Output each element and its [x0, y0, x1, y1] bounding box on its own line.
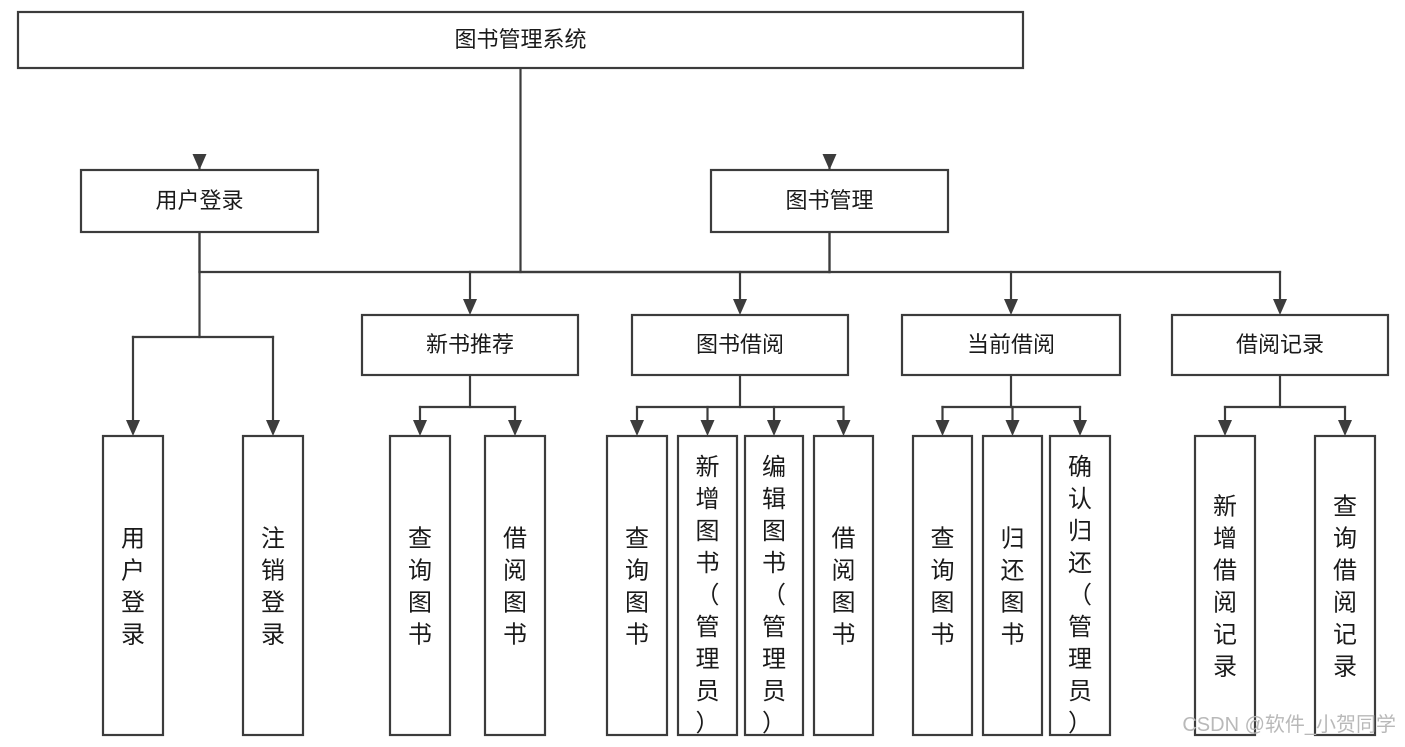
node-label-leaf-user-login: 用户登录 [121, 525, 145, 648]
current-borrow-to-leaf-confirm-return-arrowhead [1073, 420, 1087, 436]
node-label-root: 图书管理系统 [454, 27, 586, 52]
connectors-layer [126, 66, 1352, 436]
borrow-record-to-leaf-query-record-arrowhead [1338, 420, 1352, 436]
node-label-user-login: 用户登录 [155, 188, 243, 213]
node-label-leaf-add-record: 新增借阅记录 [1213, 493, 1237, 680]
node-box-leaf-edit-book[interactable] [743, 434, 805, 737]
node-root[interactable]: 图书管理系统 [16, 10, 1025, 70]
node-new-book-recommend[interactable]: 新书推荐 [360, 313, 580, 377]
node-current-borrow[interactable]: 当前借阅 [900, 313, 1122, 377]
root-to-user-login-arrowhead [192, 154, 207, 170]
node-box-leaf-query-book-1[interactable] [388, 434, 452, 737]
bookmanage-to-borrow-record-arrowhead [1273, 299, 1287, 315]
nodes-layer: 图书管理系统用户登录图书管理新书推荐图书借阅当前借阅借阅记录用户登录注销登录查询… [16, 10, 1390, 737]
book-borrow-to-leaf-query-book-2-arrowhead [630, 420, 644, 436]
current-borrow-to-leaf-return-book-arrowhead [1005, 420, 1020, 436]
node-label-leaf-query-book-2: 查询图书 [625, 525, 649, 648]
node-leaf-query-book-2[interactable]: 查询图书 [605, 434, 669, 737]
node-label-leaf-query-book-1: 查询图书 [408, 525, 432, 648]
node-box-leaf-logout[interactable] [241, 434, 305, 737]
new-book-recommend-to-leaf-query-book-1-arrowhead [413, 420, 427, 436]
node-box-leaf-add-record[interactable] [1193, 434, 1257, 737]
borrow-record-to-leaf-add-record-arrowhead [1218, 420, 1232, 436]
current-borrow-to-leaf-query-book-3-arrowhead [935, 420, 950, 436]
node-box-leaf-add-book[interactable] [676, 434, 739, 737]
node-box-leaf-borrow-book-1[interactable] [483, 434, 547, 737]
bookmanage-to-book-borrow-arrowhead [733, 299, 747, 315]
node-leaf-return-book[interactable]: 归还图书 [981, 434, 1044, 737]
node-book-borrow[interactable]: 图书借阅 [630, 313, 850, 377]
bookmanage-to-new-book-recommend-arrowhead [463, 299, 477, 315]
node-leaf-confirm-return[interactable]: 确认归还（管理员） [1048, 434, 1112, 737]
node-box-user-login[interactable] [79, 168, 320, 234]
node-box-leaf-return-book[interactable] [981, 434, 1044, 737]
node-label-book-manage: 图书管理 [785, 188, 873, 213]
node-box-book-manage[interactable] [709, 168, 950, 234]
root-to-book-manage-arrowhead [822, 154, 837, 170]
node-label-leaf-query-record: 查询借阅记录 [1333, 493, 1357, 680]
node-box-leaf-borrow-book-2[interactable] [812, 434, 875, 737]
node-book-manage[interactable]: 图书管理 [709, 168, 950, 234]
node-label-book-borrow: 图书借阅 [696, 332, 784, 357]
bookmanage-to-current-borrow-arrowhead [1004, 299, 1018, 315]
node-label-leaf-query-book-3: 查询图书 [931, 525, 955, 648]
node-user-login[interactable]: 用户登录 [79, 168, 320, 234]
node-leaf-add-record[interactable]: 新增借阅记录 [1193, 434, 1257, 737]
node-label-leaf-edit-book: 编辑图书（管理员） [762, 454, 786, 737]
node-box-book-borrow[interactable] [630, 313, 850, 377]
node-leaf-user-login[interactable]: 用户登录 [101, 434, 165, 737]
node-box-current-borrow[interactable] [900, 313, 1122, 377]
new-book-recommend-to-leaf-borrow-book-1-arrowhead [508, 420, 522, 436]
node-box-borrow-record[interactable] [1170, 313, 1390, 377]
node-leaf-query-book-3[interactable]: 查询图书 [911, 434, 974, 737]
node-box-leaf-confirm-return[interactable] [1048, 434, 1112, 737]
node-leaf-query-book-1[interactable]: 查询图书 [388, 434, 452, 737]
node-label-leaf-confirm-return: 确认归还（管理员） [1068, 454, 1092, 737]
node-box-new-book-recommend[interactable] [360, 313, 580, 377]
node-leaf-borrow-book-1[interactable]: 借阅图书 [483, 434, 547, 737]
node-box-leaf-query-book-3[interactable] [911, 434, 974, 737]
node-label-leaf-borrow-book-2: 借阅图书 [832, 525, 856, 648]
node-label-leaf-logout: 注销登录 [261, 525, 285, 648]
csdn-watermark: CSDN @软件_小贺同学 [1182, 713, 1396, 736]
node-borrow-record[interactable]: 借阅记录 [1170, 313, 1390, 377]
book-borrow-to-leaf-edit-book-arrowhead [767, 420, 781, 436]
node-box-leaf-query-book-2[interactable] [605, 434, 669, 737]
node-label-leaf-borrow-book-1: 借阅图书 [503, 525, 527, 648]
node-leaf-borrow-book-2[interactable]: 借阅图书 [812, 434, 875, 737]
node-label-leaf-return-book: 归还图书 [1001, 525, 1025, 648]
user-login-to-leaf-user-login-arrowhead [126, 420, 140, 436]
node-leaf-logout[interactable]: 注销登录 [241, 434, 305, 737]
node-leaf-query-record[interactable]: 查询借阅记录 [1313, 434, 1377, 737]
book-borrow-to-leaf-add-book-arrowhead [700, 420, 715, 436]
node-label-leaf-add-book: 新增图书（管理员） [696, 454, 720, 737]
node-label-current-borrow: 当前借阅 [967, 332, 1055, 357]
book-borrow-to-leaf-borrow-book-2-arrowhead [836, 420, 851, 436]
node-box-leaf-user-login[interactable] [101, 434, 165, 737]
node-label-new-book-recommend: 新书推荐 [426, 332, 514, 357]
node-box-leaf-query-record[interactable] [1313, 434, 1377, 737]
user-login-to-leaf-logout-arrowhead [266, 420, 280, 436]
node-box-root[interactable] [16, 10, 1025, 70]
node-label-borrow-record: 借阅记录 [1236, 332, 1324, 357]
node-leaf-add-book[interactable]: 新增图书（管理员） [676, 434, 739, 737]
node-leaf-edit-book[interactable]: 编辑图书（管理员） [743, 434, 805, 737]
